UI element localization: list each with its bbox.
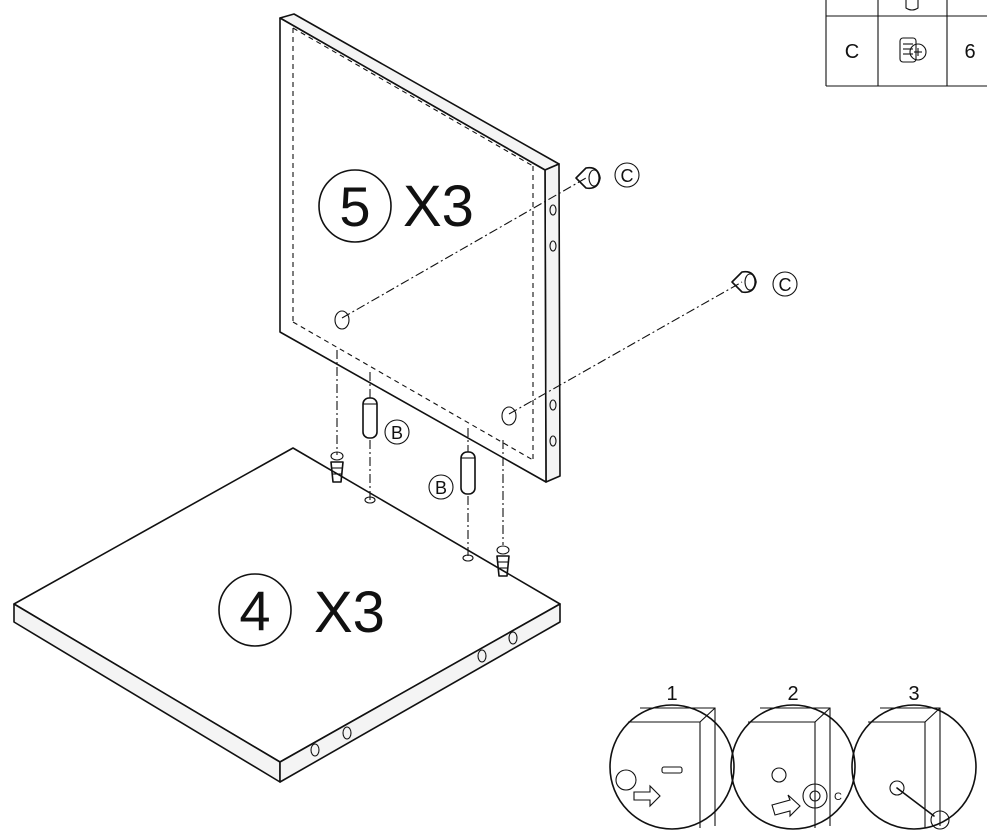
cam-axis-upper <box>341 177 587 319</box>
cam-lock-upper <box>575 166 601 190</box>
parts-table-letter: C <box>845 41 859 63</box>
svg-text:C: C <box>621 166 634 186</box>
panel-lower-label: 4 X3 <box>218 573 385 647</box>
svg-text:C: C <box>779 275 792 295</box>
panel-lower-number: 4 <box>239 579 270 642</box>
cam-post-right <box>496 440 510 577</box>
step-3-detail: 3 <box>851 683 977 830</box>
panel-upper-number: 5 <box>339 175 370 238</box>
callout-c-lower: C <box>772 271 798 297</box>
step-1-detail: 1 <box>609 683 735 830</box>
callout-b-left: B <box>384 419 410 445</box>
callout-b-right: B <box>428 474 454 500</box>
svg-text:B: B <box>435 478 447 498</box>
panel-upper <box>279 13 561 483</box>
cam-lock-icon <box>899 37 927 63</box>
dowel-right <box>460 428 476 558</box>
panel-lower <box>13 447 561 783</box>
dowel-left <box>362 372 378 500</box>
svg-text:B: B <box>391 423 403 443</box>
panel-upper-label: 5 X3 <box>318 169 474 243</box>
step-1-number: 1 <box>666 683 677 705</box>
panel-upper-multiplier: X3 <box>403 174 474 239</box>
step-2-number: 2 <box>787 683 798 705</box>
parts-table: C 6 <box>825 0 987 87</box>
step-3-number: 3 <box>908 683 919 705</box>
panel-lower-multiplier: X3 <box>314 580 385 645</box>
parts-table-quantity: 6 <box>964 41 975 63</box>
cam-post-left <box>330 350 344 483</box>
cam-lock-lower <box>731 270 757 294</box>
callout-c-upper: C <box>614 162 640 188</box>
step-2-part-letter: C <box>834 791 842 803</box>
cam-axis-lower <box>508 281 743 415</box>
step-2-detail: 2 C <box>730 683 856 830</box>
